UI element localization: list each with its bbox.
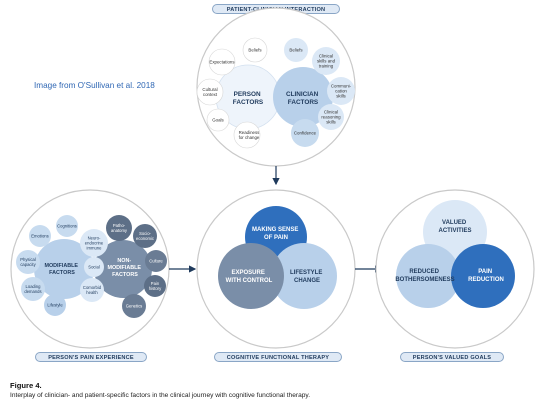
person-item-label: Goals	[212, 118, 224, 123]
clinician-item-label: Confidence	[294, 131, 317, 136]
person-item-circle	[242, 37, 268, 63]
clinician-item-circle	[312, 47, 340, 75]
person-item-circle	[206, 108, 230, 132]
left-item-label: Patho-anatomy	[111, 223, 128, 233]
left-item-circle	[145, 250, 167, 272]
person-factors-label: PERSON FACTORS	[233, 91, 264, 106]
middle-diagram: MAKING SENSE OF PAIN EXPOSURE WITH CONTR…	[196, 189, 356, 349]
making-sense-label: MAKING SENSE OF PAIN	[252, 227, 300, 241]
person-item-circle	[233, 121, 261, 149]
reduced-bothersomeness-label: REDUCED BOTHERSOMENESS	[395, 269, 454, 283]
person-item-circle	[196, 78, 224, 106]
pain-reduction-circle	[451, 244, 515, 308]
person-item-label: Beliefs	[248, 48, 262, 53]
right-diagram: VALUED ACTIVITIES REDUCED BOTHERSOMENESS…	[375, 189, 535, 349]
left-item-label: Culture	[149, 259, 163, 264]
modifiable-factors-circle	[34, 239, 94, 299]
clinician-item-circle	[284, 38, 308, 62]
clinician-item-circle	[318, 104, 344, 130]
image-credit: Image from O'Sullivan et al. 2018	[34, 81, 155, 90]
pain-reduction-label: PAIN REDUCTION	[468, 269, 504, 283]
lifestyle-change-circle	[271, 243, 337, 309]
left-diagram: MODIFIABLE FACTORS NON- MODIFIABLE FACTO…	[10, 189, 170, 349]
clinician-factors-label: CLINICIAN FACTORS	[286, 91, 320, 106]
person-item-circle	[208, 48, 236, 76]
left-item-label: Cognitions	[57, 224, 77, 229]
top-diagram: PERSON FACTORS CLINICIAN FACTORS Beliefs…	[196, 7, 356, 167]
left-item-circle	[21, 277, 45, 301]
lifestyle-change-label: LIFESTYLE CHANGE	[290, 270, 324, 284]
clinician-factors-circle	[273, 67, 333, 127]
left-item-circle	[16, 250, 40, 274]
banner-cognitive-functional-therapy: COGNITIVE FUNCTIONAL THERAPY	[214, 352, 342, 362]
clinician-item-circle	[291, 119, 319, 147]
left-item-label: Social	[88, 265, 99, 270]
valued-activities-label: VALUED ACTIVITIES	[438, 220, 471, 234]
non-modifiable-factors-circle	[94, 240, 152, 298]
left-item-circle	[44, 294, 66, 316]
figure-caption: Interplay of clinician- and patient-spec…	[10, 392, 311, 399]
left-item-circle	[106, 215, 132, 241]
clinician-item-label: Beliefs	[289, 48, 303, 53]
left-item-label: Genetics	[126, 304, 143, 309]
modifiable-factors-label: MODIFIABLE FACTORS	[44, 263, 79, 276]
left-item-circle	[56, 215, 78, 237]
left-item-circle	[144, 275, 166, 297]
non-modifiable-factors-label: NON- MODIFIABLE FACTORS	[107, 258, 142, 278]
left-item-circle	[29, 225, 51, 247]
banner-valued-goals: PERSON'S VALUED GOALS	[400, 352, 504, 362]
left-item-circle	[84, 257, 104, 277]
left-item-label: Lifestyle	[47, 303, 63, 308]
left-item-circle	[133, 224, 157, 248]
left-item-circle	[122, 294, 146, 318]
exposure-circle	[218, 243, 284, 309]
reduced-bothersomeness-circle	[396, 244, 460, 308]
left-item-label: Emotions	[31, 234, 48, 239]
left-item-circle	[80, 278, 104, 302]
person-item-label: Expectations	[209, 60, 235, 65]
exposure-label: EXPOSURE WITH CONTROL	[226, 270, 273, 284]
banner-pain-experience: PERSON'S PAIN EXPERIENCE	[35, 352, 147, 362]
clinician-item-circle	[327, 77, 355, 105]
left-item-label: Socio-economic	[136, 231, 154, 241]
figure-label: Figure 4.	[10, 381, 42, 390]
left-item-circle	[80, 229, 108, 257]
